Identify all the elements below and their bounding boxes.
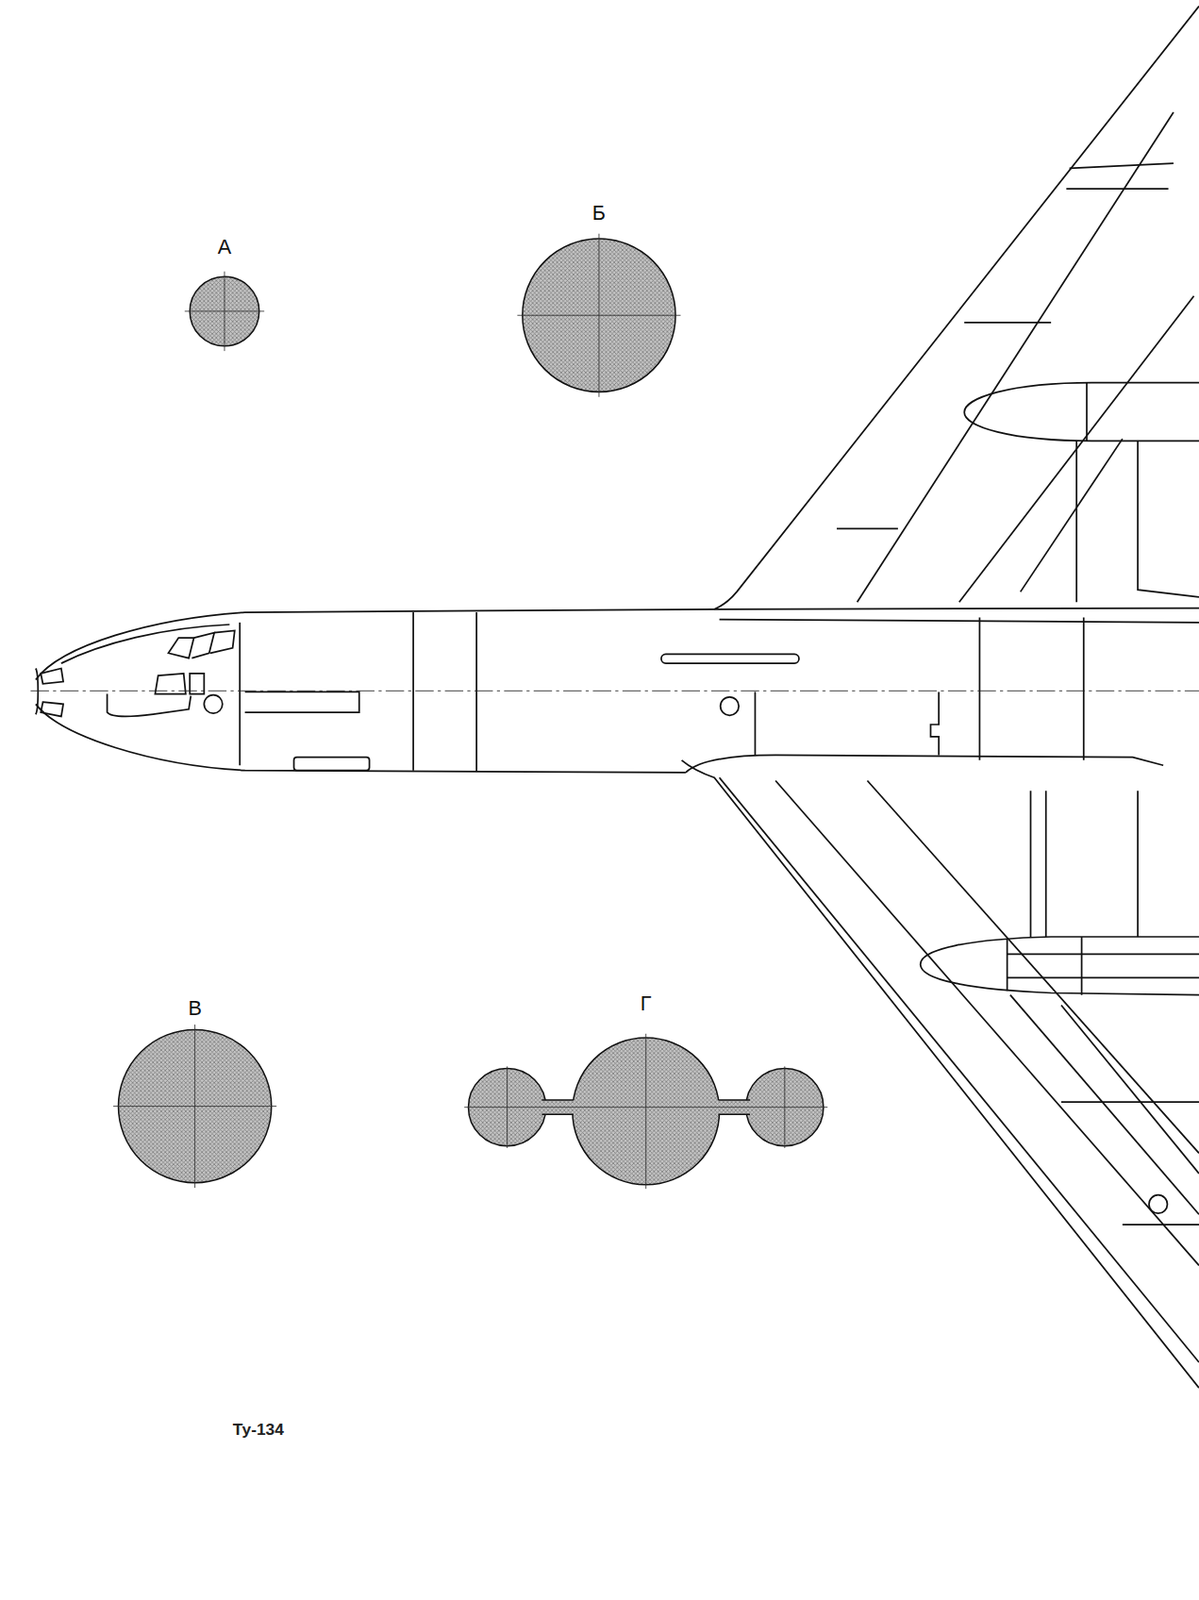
section-shape: [108, 997, 283, 1194]
section-letter: В: [108, 997, 283, 1020]
section-letter: А: [179, 235, 269, 259]
section-letter: Г: [462, 991, 830, 1015]
section-shape: [462, 991, 830, 1195]
section-shape: [512, 200, 686, 402]
cross-section: Г: [462, 991, 830, 1195]
cross-section: А: [179, 235, 269, 357]
aircraft-name: Ту-134: [233, 1420, 284, 1439]
section-letter: Б: [512, 200, 686, 224]
cross-section: В: [108, 997, 283, 1194]
cross-section: Б: [512, 200, 686, 402]
